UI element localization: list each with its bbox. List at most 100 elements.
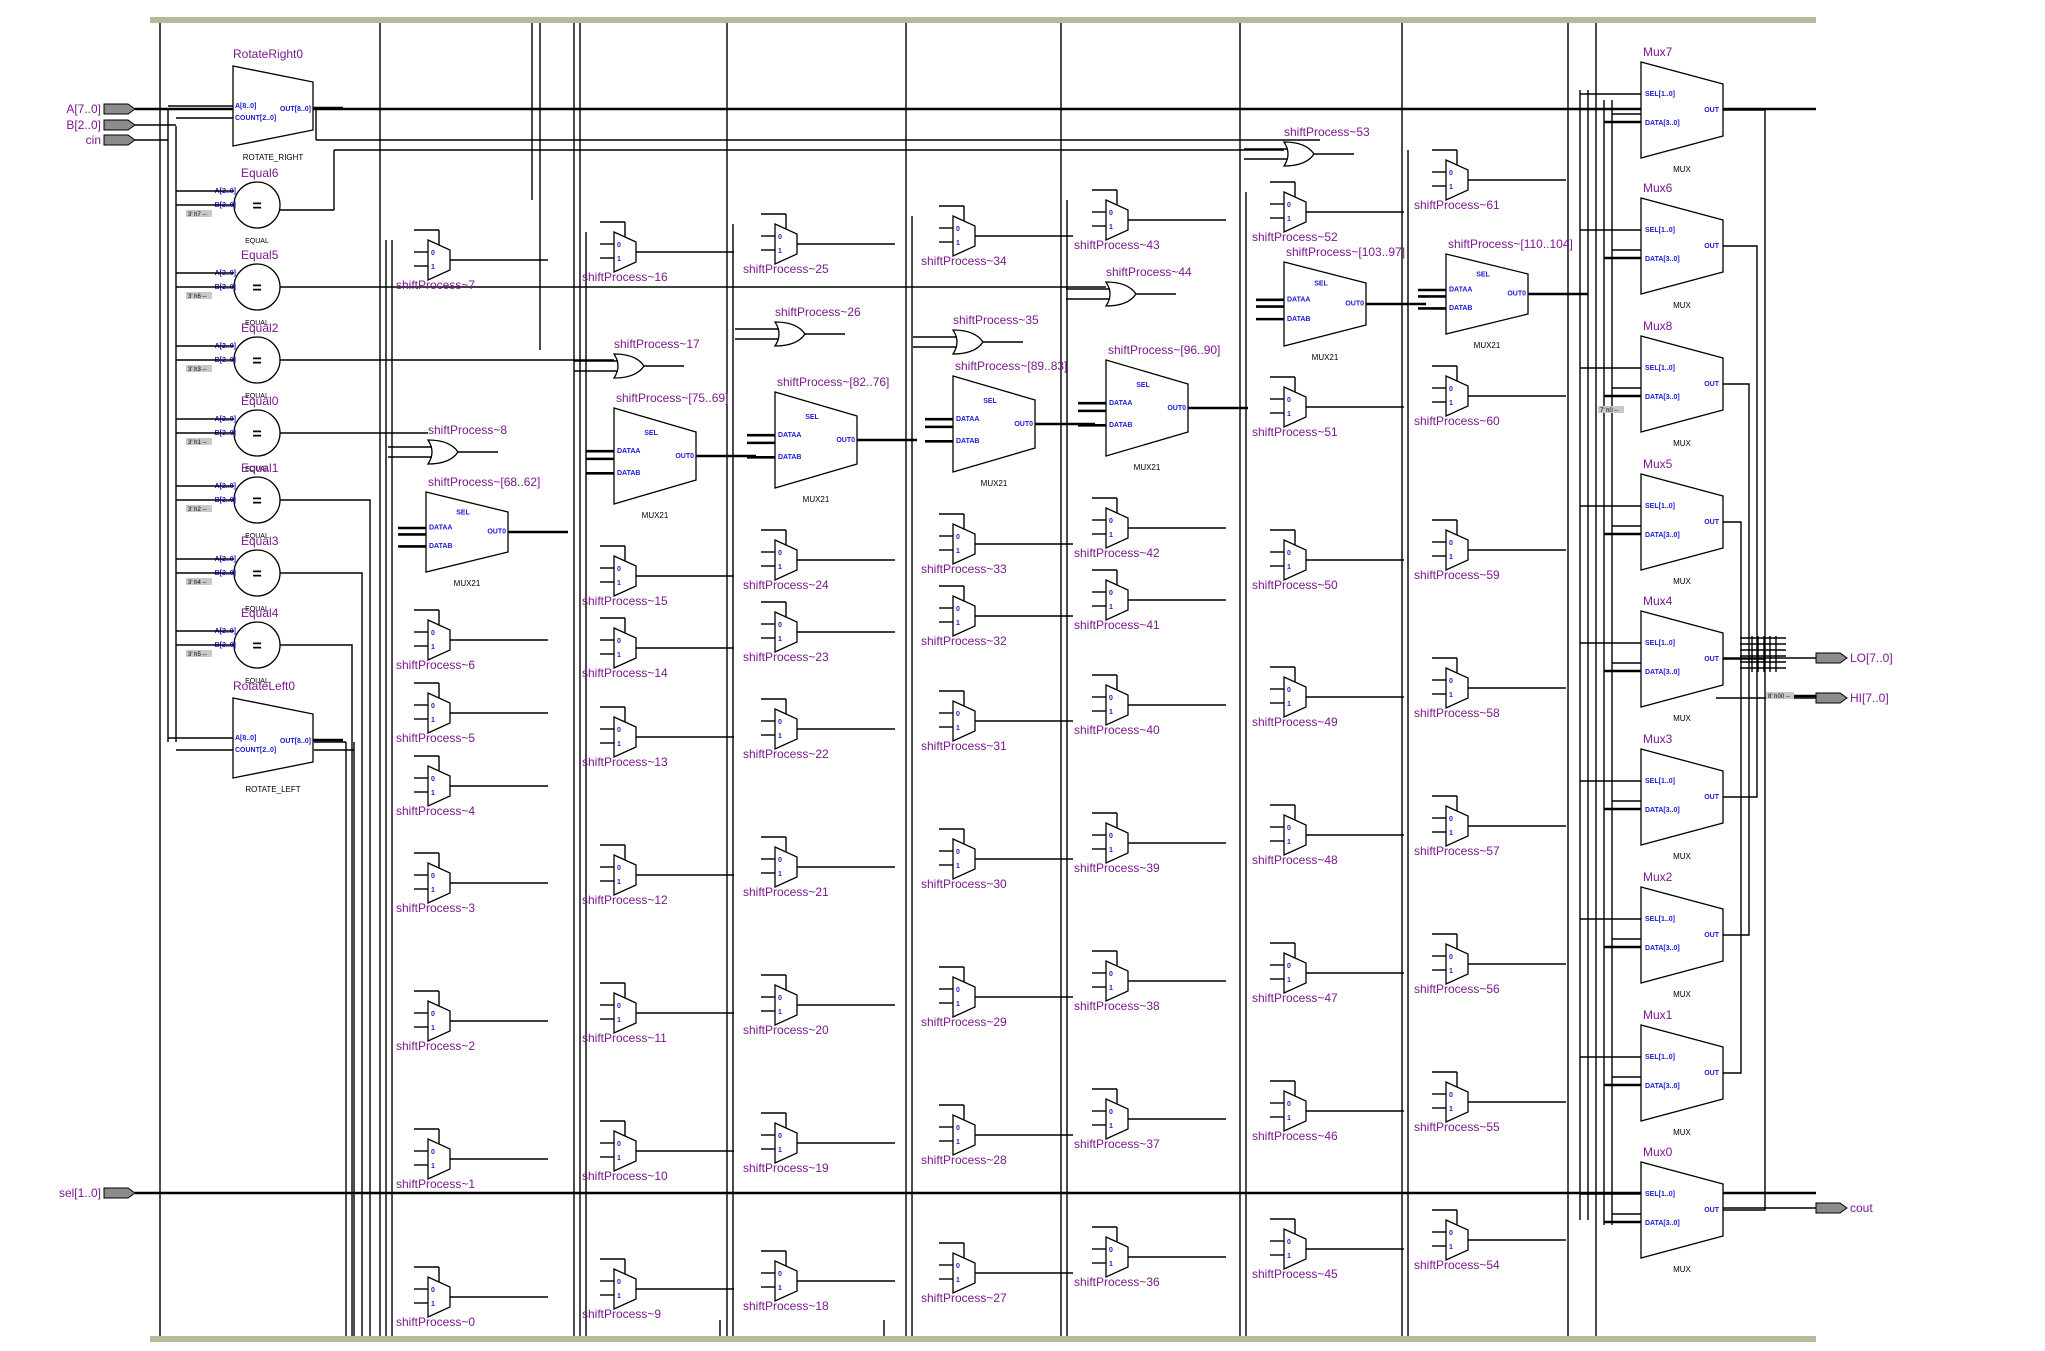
mux21-block[interactable]: SELDATAADATABOUT0MUX21shiftProcess~[89..… xyxy=(925,359,1095,488)
rotator-block[interactable]: RotateLeft0A[8..0]COUNT[2..0]OUT[8..0]RO… xyxy=(168,679,343,794)
or-gate[interactable]: shiftProcess~53 xyxy=(1244,125,1370,167)
or-gate[interactable]: shiftProcess~17 xyxy=(574,337,700,379)
or-gate[interactable]: shiftProcess~44 xyxy=(1066,265,1192,307)
rotator-block[interactable]: RotateRight0A[8..0]COUNT[2..0]OUT[8..0]R… xyxy=(168,47,343,162)
output-port[interactable]: cout xyxy=(1815,1201,1873,1215)
output-port[interactable]: LO[7..0] xyxy=(1815,651,1893,665)
input-port[interactable]: sel[1..0] xyxy=(59,1186,136,1200)
input-port[interactable]: cin xyxy=(86,133,136,147)
mux21-name: shiftProcess~[103..97] xyxy=(1286,245,1405,259)
mux2-shape xyxy=(613,991,637,1035)
input-port[interactable]: B[2..0] xyxy=(66,118,136,132)
mux2-name: shiftProcess~24 xyxy=(743,578,829,592)
or-shape xyxy=(426,439,459,465)
mux4-out-wire xyxy=(1723,383,1750,650)
mux21-block[interactable]: SELDATAADATABOUT0MUX21shiftProcess~[110.… xyxy=(1418,237,1588,350)
mux21-block[interactable]: SELDATAADATABOUT0MUX21shiftProcess~[75..… xyxy=(586,391,756,520)
mux21-name: shiftProcess~[82..76] xyxy=(777,375,889,389)
mux21-block[interactable]: SELDATAADATABOUT0MUX21shiftProcess~[68..… xyxy=(398,475,568,588)
or-gate[interactable]: shiftProcess~35 xyxy=(913,313,1039,355)
or-gate[interactable]: shiftProcess~26 xyxy=(735,305,861,347)
input-port[interactable]: A[7..0] xyxy=(66,102,136,116)
or-gate[interactable]: shiftProcess~8 xyxy=(388,423,507,465)
mux21-block[interactable]: SELDATAADATABOUT0MUX21shiftProcess~[96..… xyxy=(1078,343,1248,472)
mux21-block[interactable]: SELDATAADATABOUT0MUX21shiftProcess~[103.… xyxy=(1256,245,1426,362)
mux21-block[interactable]: SELDATAADATABOUT0MUX21shiftProcess~[82..… xyxy=(747,375,917,504)
output-port[interactable]: HI[7..0] xyxy=(1815,691,1889,705)
